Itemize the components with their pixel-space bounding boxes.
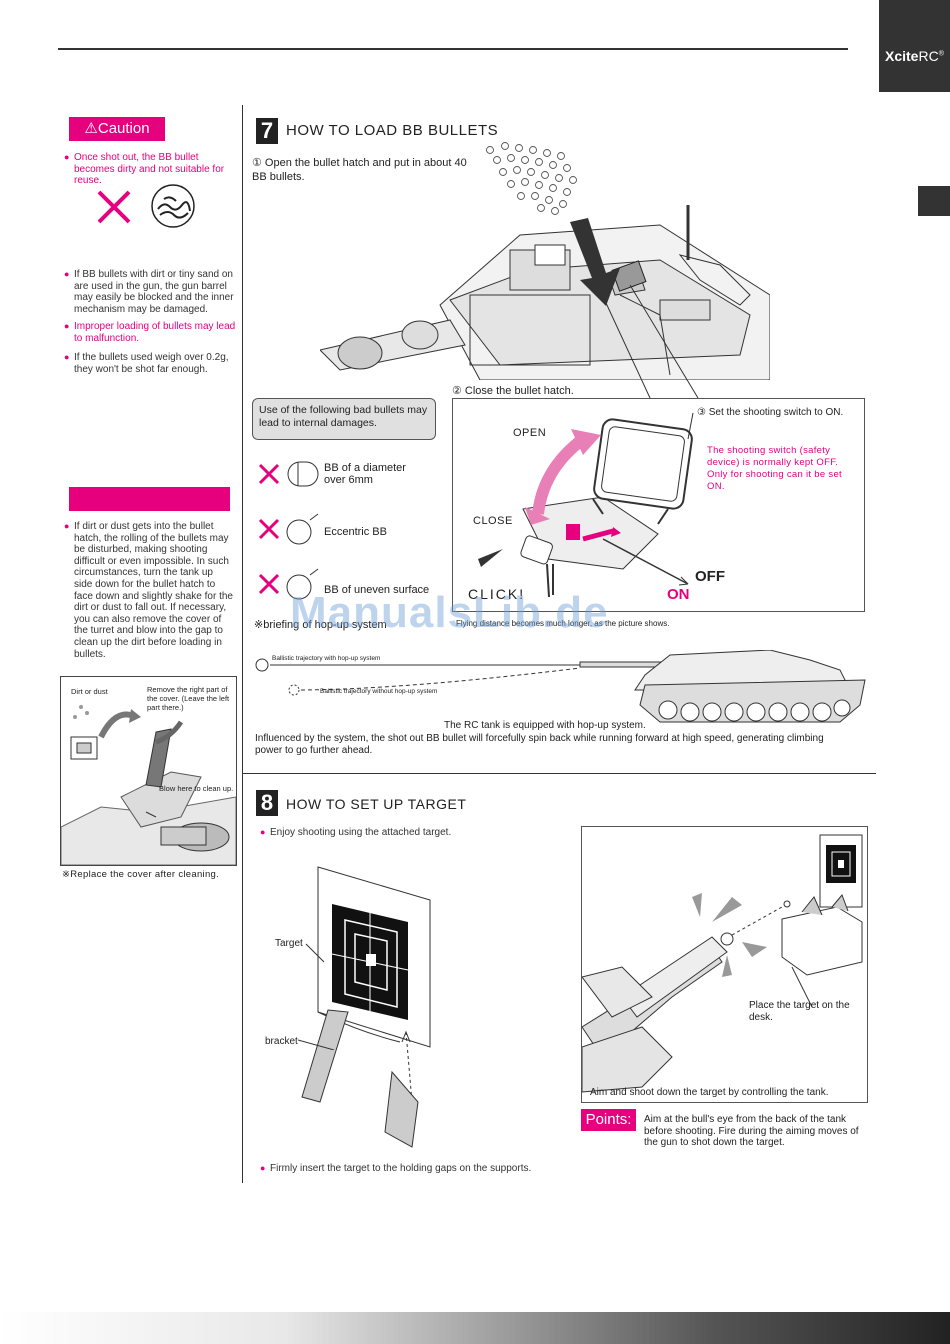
column-divider [242, 105, 243, 1183]
cross-icon [258, 573, 280, 595]
uneven-bb-icon [286, 568, 319, 600]
step2-text: ② Close the bullet hatch. [452, 385, 574, 397]
cleaning-illustration [61, 705, 236, 865]
bb-bullets-illustration [486, 142, 577, 215]
caution-note-loading: Improper loading of bullets may lead to … [64, 321, 240, 344]
watermark: ManualsLib.de [290, 588, 609, 637]
target-desk-figure: Place the target on the desk. Aim and sh… [581, 826, 868, 1103]
section-divider [242, 773, 876, 774]
cross-icon [258, 463, 280, 485]
safety-note: The shooting switch (safety device) is n… [707, 445, 842, 492]
hopup-caption: The RC tank is equipped with hop-up syst… [444, 720, 646, 731]
briefing-end: Flying distance becomes much longer, as … [456, 619, 670, 628]
target-assembly-illustration [301, 866, 431, 1148]
caution-badge: ⚠Caution [69, 117, 165, 141]
cross-icon [258, 518, 280, 540]
caution-label: Caution [97, 120, 150, 137]
bad-bullet-eccentric: Eccentric BB [324, 526, 387, 538]
points-label: Points: [585, 1111, 632, 1128]
target-desk-illustration [582, 834, 863, 1093]
page-side-tab [918, 186, 950, 216]
points-badge: Points: [581, 1109, 636, 1131]
hatch-detail-box: OPEN CLOSE CLICK! OFF ON ③ Set the shoot… [452, 398, 865, 612]
open-label: OPEN [513, 427, 547, 439]
section8-title: HOW TO SET UP TARGET [286, 796, 467, 812]
bad-bullet-diameter: BB of a diameter over 6mm [324, 462, 406, 486]
brand-logo: XciteRC® [885, 48, 944, 64]
caution-note-reuse: Once shot out, the BB bullet becomes dir… [64, 152, 240, 187]
brand-name: Xcite [885, 48, 919, 64]
footer-bar [0, 1312, 950, 1344]
target-label: Target [275, 938, 303, 949]
cleaning-figure: Dirt or dust Remove the right part of th… [60, 676, 237, 866]
cross-icon [97, 190, 131, 224]
insert-note: Firmly insert the target to the holding … [260, 1163, 590, 1175]
off-label: OFF [695, 568, 725, 585]
large-bb-icon [287, 461, 319, 487]
trajectory-with-label: Ballistic trajectory with hop-up system [272, 655, 381, 662]
warning-icon: ⚠ [84, 120, 98, 137]
header-rule [58, 48, 848, 50]
section7-number: 7 [256, 118, 278, 144]
place-target-note: Place the target on the desk. [749, 1000, 850, 1023]
brand-tab: XciteRC® [879, 0, 950, 92]
bracket-label: bracket [265, 1036, 298, 1047]
on-label: ON [667, 586, 690, 603]
callout-line [599, 284, 699, 399]
trajectory-without-label: Ballistic trajectory without hop-up syst… [320, 688, 438, 695]
bad-bullets-note: Use of the following bad bullets may lea… [252, 398, 436, 440]
dirty-bullet-icon [151, 184, 195, 228]
insert-arrow-icon [570, 218, 620, 306]
tank-turret-illustration [320, 205, 770, 380]
close-label: CLOSE [473, 515, 513, 527]
briefing-start: ※briefing of hop-up system [254, 619, 387, 631]
step3-text: ③ Set the shooting switch to ON. [697, 407, 844, 418]
brand-suffix: RC [918, 48, 939, 64]
eccentric-bb-icon [286, 513, 319, 545]
dirt-cleaning-note: If dirt or dust gets into the bullet hat… [64, 521, 234, 660]
label-leader-lines [298, 943, 335, 1050]
points-text: Aim at the bull's eye from the back of t… [644, 1114, 859, 1148]
remove-cover-label: Remove the right part of the cover. (Lea… [147, 685, 230, 712]
hopup-description: Influenced by the system, the shot out B… [255, 733, 824, 756]
enjoy-text: Enjoy shooting using the attached target… [260, 827, 570, 839]
blow-label: Blow here to clean up. [159, 784, 234, 793]
caution-note-weight: If the bullets used weigh over 0.2g, the… [64, 352, 240, 375]
bad-bullet-uneven: BB of uneven surface [324, 584, 430, 596]
section8-number: 8 [256, 790, 278, 816]
notice-bar [69, 487, 230, 511]
section7-title: HOW TO LOAD BB BULLETS [286, 122, 499, 139]
click-label: CLICK! [468, 586, 526, 602]
caution-note-dirt: If BB bullets with dirt or tiny sand on … [64, 269, 240, 315]
brand-mark: ® [938, 50, 944, 58]
bad-bullets-note-text: Use of the following bad bullets may lea… [259, 404, 428, 429]
hatch-illustration [478, 412, 694, 598]
trajectory-illustration [255, 650, 866, 723]
dirt-label: Dirt or dust [71, 687, 108, 696]
step1-text: ① Open the bullet hatch and put in about… [252, 157, 467, 183]
aim-caption: Aim and shoot down the target by control… [590, 1087, 829, 1098]
replace-cover-note: ※Replace the cover after cleaning. [62, 869, 220, 880]
